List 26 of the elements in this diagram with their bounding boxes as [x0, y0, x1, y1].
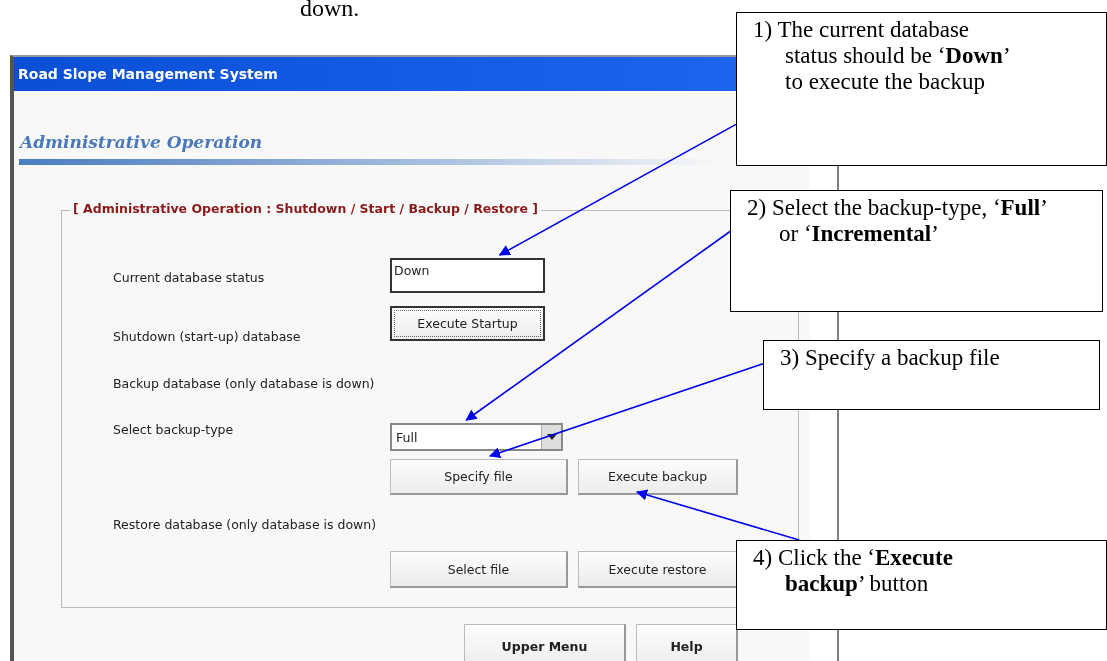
leader-arrow — [635, 489, 800, 541]
field-label: Shutdown (start-up) database — [113, 329, 301, 344]
callout-box: 1) The current database status should be ‘Down’ to execute the backup — [736, 12, 1107, 166]
dropdown-select — [390, 423, 563, 451]
select-value: Full — [396, 430, 418, 445]
status-field: Down — [390, 258, 545, 293]
push-button: Execute restore — [578, 551, 738, 588]
text-fragment: down. — [300, 0, 360, 20]
callout-box: 2) Select the backup-type, ‘Full’ or ‘Incremental’ — [730, 190, 1103, 312]
leader-arrow — [498, 123, 737, 256]
leader-arrow — [465, 230, 731, 421]
push-button: Specify file — [390, 459, 568, 495]
push-button: Select file — [390, 551, 568, 588]
screen-heading: Administrative Operation — [20, 132, 263, 152]
push-button: Upper Menu — [464, 624, 626, 661]
panel-title: [ Administrative Operation : Shutdown / Start / Backup / Restore ] — [70, 201, 541, 216]
leader-arrow — [488, 363, 764, 459]
callout-box: 4) Click the ‘Execute backup’ button — [736, 540, 1107, 630]
push-button: Execute backup — [578, 459, 738, 495]
push-button: Execute Startup — [390, 306, 545, 341]
field-label: Backup database (only database is down) — [113, 376, 375, 391]
field-label: Restore database (only database is down) — [113, 517, 377, 532]
field-label: Current database status — [113, 270, 265, 285]
push-button: Help — [636, 624, 738, 661]
field-label: Select backup-type — [113, 422, 234, 437]
callout-box: 3) Specify a backup file — [763, 340, 1100, 410]
